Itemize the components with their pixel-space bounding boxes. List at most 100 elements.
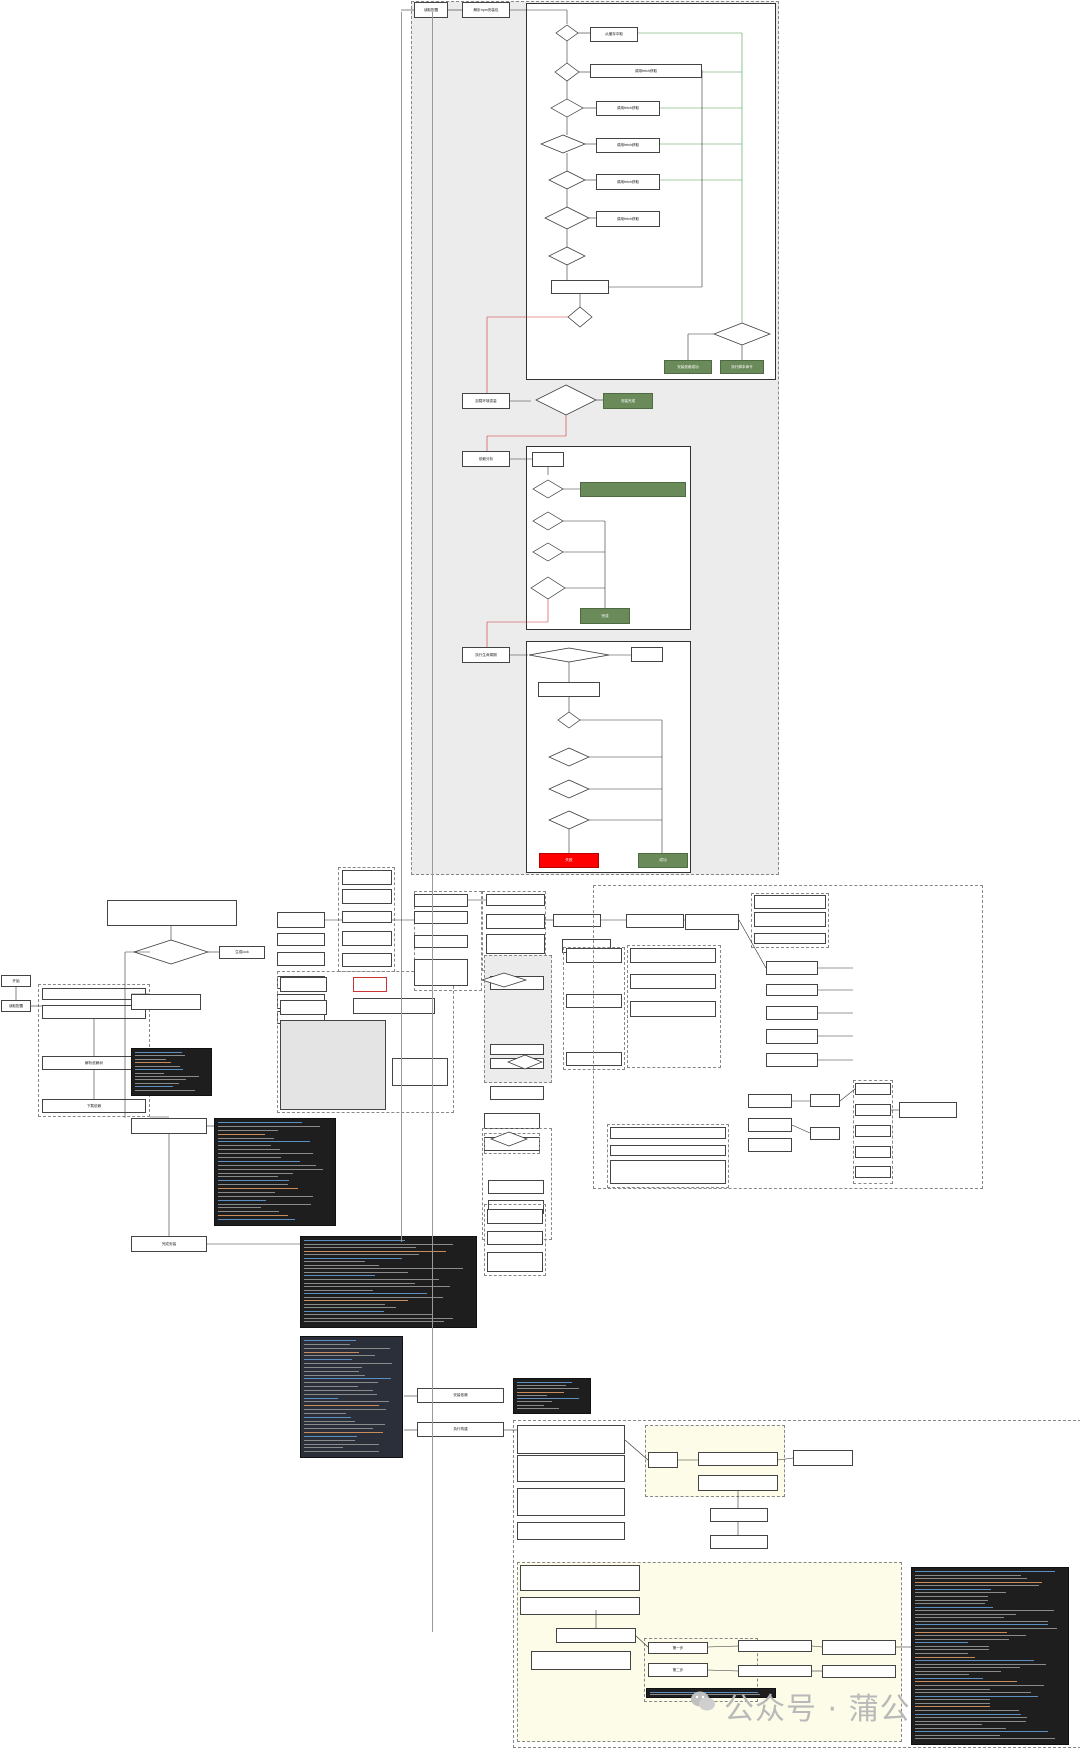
code-line bbox=[304, 1257, 402, 1259]
left-lock-label: 生成lock bbox=[235, 950, 249, 955]
connector-line bbox=[811, 1645, 823, 1648]
code-line bbox=[915, 1599, 989, 1601]
top-merge-node bbox=[551, 280, 609, 294]
code-line bbox=[915, 1574, 1021, 1576]
code-line bbox=[915, 1617, 1004, 1619]
right-col-box-3 bbox=[766, 1006, 818, 1020]
cc6-box-2 bbox=[487, 1231, 543, 1245]
code-line bbox=[915, 1649, 989, 1651]
code-line bbox=[304, 1393, 378, 1395]
code-line bbox=[304, 1382, 379, 1384]
code-line bbox=[517, 1407, 559, 1409]
code-line bbox=[915, 1663, 1047, 1665]
code-line bbox=[304, 1314, 433, 1316]
left-start-node: 开始 bbox=[1, 975, 31, 987]
top-parse-label: 解析npm安装包 bbox=[473, 7, 499, 12]
center-decision-diamond-3 bbox=[490, 1131, 528, 1147]
code-line bbox=[218, 1215, 289, 1217]
code-line bbox=[218, 1125, 320, 1127]
cg4-box-2 bbox=[486, 914, 545, 929]
section-a-green-label: 安装完成 bbox=[620, 398, 636, 403]
code-line bbox=[304, 1296, 443, 1298]
action-label: 调用fetch获取 bbox=[616, 179, 640, 184]
bottom-text-2 bbox=[517, 1455, 625, 1482]
left-mid-box bbox=[131, 994, 201, 1010]
cc3-box-2 bbox=[630, 974, 716, 989]
code-line bbox=[135, 1062, 172, 1064]
center-group-2 bbox=[277, 971, 454, 1113]
action-label: 调用fetch获取 bbox=[616, 143, 640, 148]
code-line bbox=[304, 1374, 365, 1376]
cc1-box-4 bbox=[490, 1086, 544, 1100]
code-line bbox=[915, 1592, 1006, 1594]
top-decision-2 bbox=[550, 98, 584, 118]
code-line bbox=[218, 1145, 272, 1147]
code-line bbox=[915, 1628, 1057, 1629]
left-decision-diamond bbox=[132, 939, 210, 965]
code-line bbox=[915, 1674, 969, 1676]
code-line bbox=[135, 1055, 186, 1057]
section-a-node: 加载环境变量 bbox=[462, 393, 510, 409]
code-line bbox=[915, 1713, 1022, 1715]
code-line bbox=[517, 1385, 566, 1387]
section-b-green-wide bbox=[580, 482, 686, 497]
cc2-box-2 bbox=[566, 994, 622, 1008]
cl-box-3 bbox=[342, 911, 392, 923]
bl-box-3 bbox=[738, 1640, 812, 1652]
top-action-6: 调用fetch获取 bbox=[596, 211, 660, 227]
cc6-group bbox=[484, 1204, 546, 1276]
section-c-diamond-1 bbox=[548, 747, 590, 767]
code-block-3 bbox=[300, 1236, 477, 1328]
top-decision-3 bbox=[540, 134, 586, 154]
by-box-2 bbox=[698, 1452, 778, 1466]
bl-step-2: 第二步 bbox=[648, 1663, 708, 1677]
cc2-box-1 bbox=[566, 948, 622, 963]
code-line bbox=[304, 1432, 383, 1433]
action-label: 调用fetch获取 bbox=[616, 216, 640, 221]
cc3-box-3 bbox=[630, 1001, 716, 1017]
bl-node bbox=[556, 1628, 636, 1643]
action-label: 从缓存中取 bbox=[605, 32, 623, 37]
code-line bbox=[304, 1264, 379, 1266]
code-line bbox=[304, 1240, 405, 1241]
right-bottom-box-1 bbox=[748, 1094, 792, 1108]
cl2-box-1 bbox=[277, 912, 325, 928]
code-line bbox=[304, 1317, 454, 1319]
bottom-text-4 bbox=[517, 1522, 625, 1540]
green-b-label: 执行脚本命令 bbox=[731, 364, 753, 369]
section-a-green: 安装完成 bbox=[603, 393, 653, 409]
code-line bbox=[915, 1685, 1044, 1686]
center-col-group-2 bbox=[563, 947, 625, 1070]
code-line bbox=[304, 1355, 375, 1357]
section-c-right bbox=[631, 647, 663, 662]
code-line bbox=[915, 1638, 1010, 1640]
cl2-box-3 bbox=[277, 952, 325, 966]
section-c-diamond-3 bbox=[548, 810, 590, 830]
section-b-diamond-2 bbox=[532, 542, 564, 562]
code-line bbox=[218, 1164, 316, 1166]
code-line bbox=[915, 1727, 1007, 1729]
section-c-red-end: 失败 bbox=[539, 853, 599, 868]
right-bottom-box-5 bbox=[810, 1127, 840, 1140]
code-line bbox=[517, 1404, 544, 1406]
connector-line bbox=[707, 1669, 739, 1672]
rs-box-3 bbox=[855, 1125, 891, 1137]
cg3-box-3 bbox=[414, 935, 468, 948]
cc7-group bbox=[607, 1124, 729, 1188]
code-line bbox=[304, 1347, 391, 1349]
left-start-label: 开始 bbox=[12, 978, 20, 983]
rs-box-5 bbox=[855, 1166, 891, 1178]
code-line bbox=[218, 1191, 276, 1193]
code-line bbox=[135, 1069, 183, 1071]
code-line bbox=[915, 1692, 1032, 1694]
action-label: 调用fetch获取 bbox=[616, 106, 640, 111]
code-line bbox=[218, 1211, 280, 1213]
code-line bbox=[915, 1642, 968, 1644]
code-line bbox=[915, 1720, 1027, 1722]
right-main-panel bbox=[593, 885, 983, 1189]
top-action-3: 调用fetch获取 bbox=[596, 101, 660, 116]
section-b-node: 依赖分析 bbox=[462, 451, 510, 467]
top-decision-4 bbox=[548, 170, 586, 190]
code-line bbox=[304, 1397, 339, 1399]
section-b-diamond-1 bbox=[532, 511, 564, 531]
